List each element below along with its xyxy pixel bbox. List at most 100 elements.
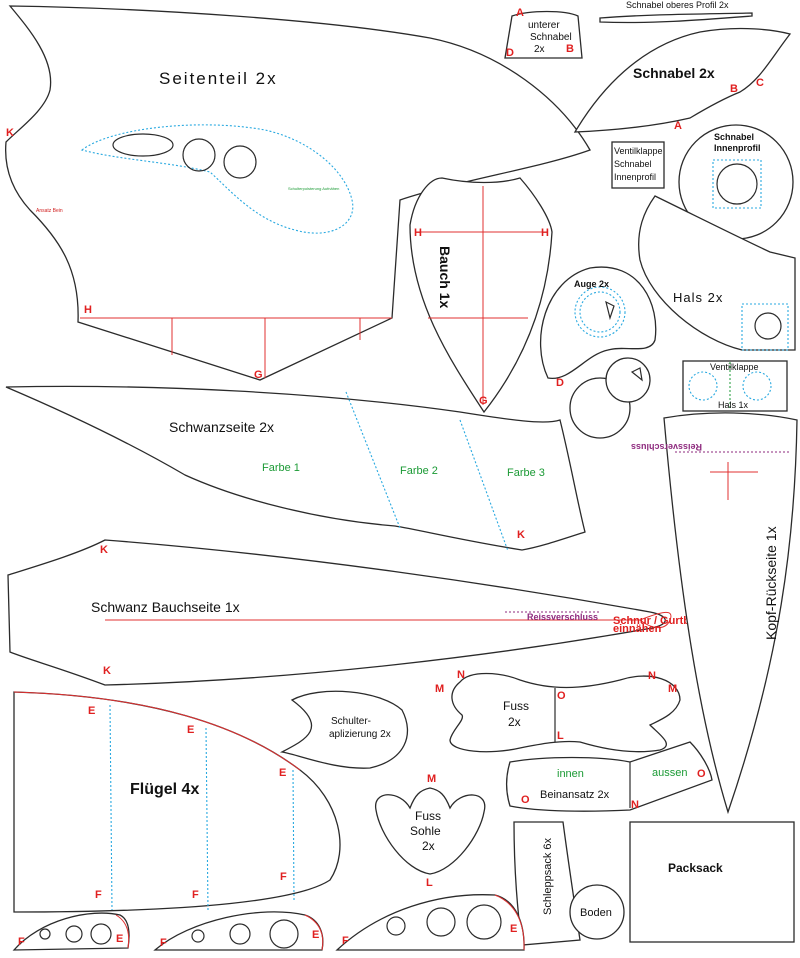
svg-text:Hals 2x: Hals 2x: [673, 290, 723, 305]
piece-kopf-rueckseite: Reissverschluss Kopf-Rückseite 1x: [631, 412, 798, 815]
svg-text:B: B: [730, 83, 738, 95]
marker-h: H: [84, 304, 92, 316]
piece-bauch: H H G Bauch 1x: [409, 177, 553, 414]
piece-schwanz-bauchseite: Schwanz Bauchseite 1x K K Reissverschlus…: [7, 539, 710, 686]
svg-text:C: C: [756, 77, 764, 89]
marker-g: G: [254, 369, 263, 381]
note-ansatz-bein: Ansatz Bein: [36, 208, 63, 214]
svg-text:2x: 2x: [508, 715, 521, 729]
svg-text:E: E: [187, 724, 194, 736]
svg-text:Reissverschluss: Reissverschluss: [631, 442, 702, 452]
svg-text:Schnur / Gurtband: Schnur / Gurtband: [613, 615, 710, 627]
svg-text:E: E: [312, 929, 319, 941]
piece-boden: Boden: [569, 884, 625, 940]
svg-text:M: M: [435, 683, 444, 695]
svg-text:F: F: [342, 935, 349, 947]
svg-text:Ventilklappe: Ventilklappe: [614, 146, 663, 156]
svg-text:M: M: [668, 683, 677, 695]
svg-text:G: G: [479, 395, 488, 407]
piece-packsack: Packsack: [629, 821, 795, 943]
piece-unterer-schnabel: unterer Schnabel 2x A D B: [504, 7, 583, 59]
svg-text:H: H: [541, 227, 549, 239]
svg-text:Sohle: Sohle: [410, 824, 441, 838]
svg-text:Hals 1x: Hals 1x: [718, 400, 749, 410]
svg-text:D: D: [506, 47, 514, 59]
svg-text:Farbe 2: Farbe 2: [400, 465, 438, 477]
piece-ventilklappe-hals: Ventilklappe Hals 1x: [682, 360, 788, 412]
svg-text:Schulter-: Schulter-: [331, 716, 371, 727]
svg-text:L: L: [426, 877, 433, 889]
svg-text:Farbe 3: Farbe 3: [507, 467, 545, 479]
svg-text:innen: innen: [557, 768, 584, 780]
svg-text:O: O: [521, 794, 530, 806]
svg-text:Innenprofil: Innenprofil: [614, 172, 656, 182]
svg-text:A: A: [674, 120, 682, 132]
svg-text:N: N: [631, 799, 639, 811]
svg-text:F: F: [18, 936, 25, 948]
svg-text:Schnabel: Schnabel: [614, 159, 652, 169]
svg-text:2x: 2x: [422, 839, 435, 853]
svg-text:Innenprofil: Innenprofil: [714, 143, 761, 153]
svg-text:Reissverschluss: Reissverschluss: [527, 612, 598, 622]
svg-text:aplizierung 2x: aplizierung 2x: [329, 729, 391, 740]
svg-text:H: H: [414, 227, 422, 239]
svg-text:F: F: [95, 889, 102, 901]
note-schulterpolsterung: Schulterpolsterung Aufnähen: [288, 186, 339, 191]
piece-hals: Hals 2x: [638, 195, 796, 351]
marker-k: K: [6, 127, 14, 139]
svg-text:K: K: [100, 544, 108, 556]
piece-ventilklappe-schnabel: Ventilklappe Schnabel Innenprofil: [611, 141, 665, 189]
svg-text:Bauch 1x: Bauch 1x: [437, 246, 453, 308]
piece-schnabel-profil: Schnabel oberes Profil 2x: [599, 0, 753, 24]
svg-text:Schnabel: Schnabel: [530, 32, 572, 43]
svg-text:Auge 2x: Auge 2x: [574, 279, 609, 289]
svg-text:Packsack: Packsack: [668, 861, 723, 875]
svg-text:K: K: [103, 665, 111, 677]
svg-text:Schnabel 2x: Schnabel 2x: [633, 65, 715, 81]
svg-text:D: D: [556, 377, 564, 389]
piece-fuss: Fuss 2x N M N M O L: [435, 669, 681, 753]
svg-text:E: E: [279, 767, 286, 779]
svg-text:Flügel 4x: Flügel 4x: [130, 781, 199, 798]
piece-fuss-sohle: Fuss Sohle 2x M L: [375, 773, 486, 889]
svg-text:E: E: [88, 705, 95, 717]
svg-text:O: O: [697, 768, 706, 780]
piece-beinansatz: innen aussen Beinansatz 2x O N O: [505, 741, 713, 812]
svg-text:M: M: [427, 773, 436, 785]
svg-text:E: E: [116, 933, 123, 945]
svg-text:Schwanz Bauchseite 1x: Schwanz Bauchseite 1x: [91, 599, 240, 615]
svg-text:Schleppsack 6x: Schleppsack 6x: [542, 837, 554, 915]
svg-text:einnähen: einnähen: [613, 623, 662, 635]
svg-text:Boden: Boden: [580, 907, 612, 919]
svg-text:2x: 2x: [534, 44, 545, 55]
svg-text:Schwanzseite 2x: Schwanzseite 2x: [169, 419, 274, 435]
svg-text:F: F: [280, 871, 287, 883]
piece-wing-tip-3: F E: [335, 894, 525, 951]
svg-text:E: E: [510, 923, 517, 935]
svg-text:O: O: [557, 690, 566, 702]
svg-text:L: L: [557, 730, 564, 742]
svg-text:Schnabel: Schnabel: [714, 132, 754, 142]
piece-fluegel: Flügel 4x E E E F F F: [13, 691, 341, 913]
svg-text:aussen: aussen: [652, 767, 687, 779]
svg-text:F: F: [160, 937, 167, 949]
svg-text:Ventilklappe: Ventilklappe: [710, 362, 759, 372]
svg-text:A: A: [516, 7, 524, 19]
svg-text:Fuss: Fuss: [503, 699, 529, 713]
piece-seitenteil: Seitenteil 2x K H G Ansatz Bein Schulter…: [4, 5, 591, 381]
piece-wing-tip-2: F E: [153, 911, 324, 951]
seitenteil-title: Seitenteil 2x: [159, 69, 278, 88]
piece-auge: Auge 2x D: [540, 266, 657, 439]
svg-text:Kopf-Rückseite 1x: Kopf-Rückseite 1x: [763, 526, 779, 640]
svg-text:Fuss: Fuss: [415, 809, 441, 823]
svg-text:N: N: [648, 670, 656, 682]
svg-text:F: F: [192, 889, 199, 901]
svg-text:Schnabel oberes Profil 2x: Schnabel oberes Profil 2x: [626, 0, 729, 10]
svg-text:B: B: [566, 43, 574, 55]
svg-text:unterer: unterer: [528, 20, 560, 31]
piece-wing-tip-1: F E: [12, 912, 130, 951]
piece-schnabel: Schnabel 2x A B C: [573, 27, 792, 133]
svg-text:Beinansatz 2x: Beinansatz 2x: [540, 789, 610, 801]
piece-schleppsack: Schleppsack 6x: [513, 821, 581, 946]
